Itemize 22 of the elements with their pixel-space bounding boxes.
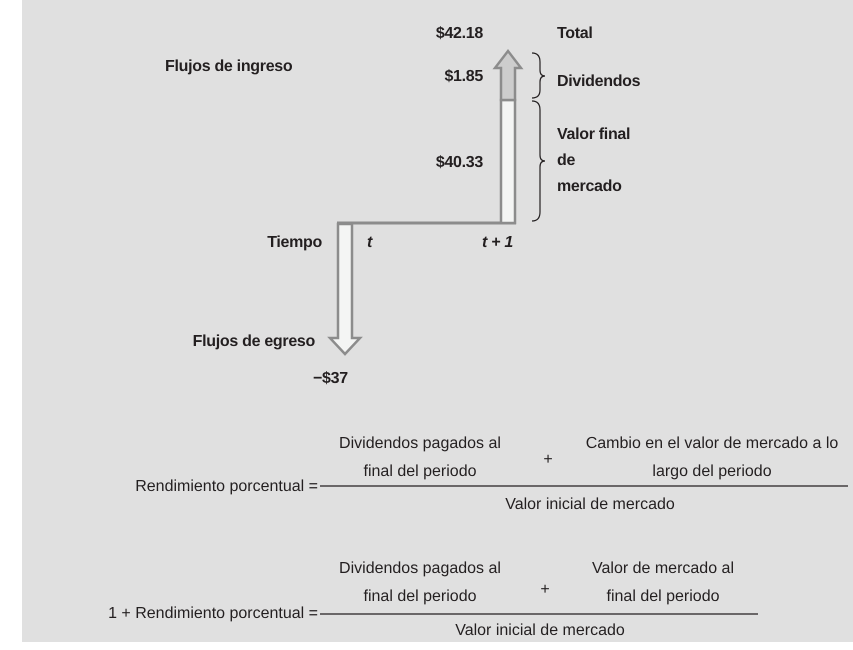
row-label: Total bbox=[557, 24, 593, 44]
formula-term: Valor inicial de mercado bbox=[505, 495, 675, 515]
time-label: t bbox=[367, 234, 372, 252]
row-label: Valor final de mercado bbox=[557, 125, 632, 197]
value-label: $1.85 bbox=[444, 68, 483, 86]
formula-term: Dividendos pagados al final del periodo bbox=[338, 434, 502, 482]
axis-label: Flujos de ingreso bbox=[165, 58, 292, 76]
axis-label: Flujos de egreso bbox=[192, 332, 315, 352]
row-label: Dividendos bbox=[557, 72, 640, 92]
operator-symbol: + bbox=[543, 450, 553, 470]
formula-term: 1 + Rendimiento porcentual = bbox=[108, 604, 318, 624]
value-label: −$37 bbox=[313, 370, 348, 388]
value-label: $40.33 bbox=[436, 154, 483, 172]
formula-term: Cambio en el valor de mercado a lo largo del periodo bbox=[584, 434, 840, 482]
formula-term: Valor inicial de mercado bbox=[455, 621, 625, 641]
formula-term: Dividendos pagados al final del periodo bbox=[338, 559, 502, 607]
formula-term: Valor de mercado al final del periodo bbox=[591, 559, 735, 607]
axis-label: Tiempo bbox=[267, 234, 322, 252]
value-label: $42.18 bbox=[436, 24, 483, 44]
operator-symbol: + bbox=[540, 580, 550, 600]
time-label: t + 1 bbox=[482, 234, 513, 252]
formula-term: Rendimiento porcentual = bbox=[135, 477, 318, 497]
